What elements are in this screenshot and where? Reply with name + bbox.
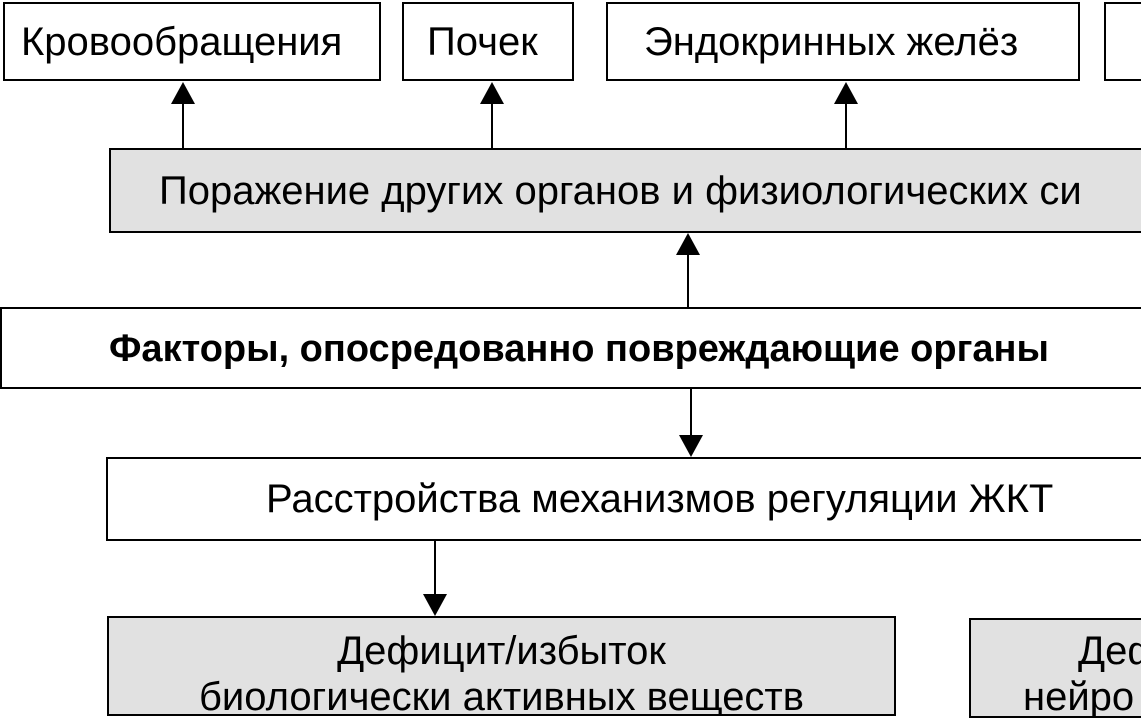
box-pochek: Почек bbox=[402, 2, 574, 81]
arrow-to-krovoobrashcheniya bbox=[171, 82, 195, 148]
box-top-right-cut bbox=[1104, 2, 1141, 81]
arrow-regulation-to-deficit bbox=[423, 541, 447, 616]
arrow-to-pochek bbox=[480, 82, 504, 148]
box-organ-damage-label: Поражение других органов и физиологическ… bbox=[159, 169, 1082, 213]
box-krovoobrashcheniya-label: Кровообращения bbox=[21, 20, 343, 64]
arrow-factors-to-organ-damage bbox=[676, 233, 700, 307]
box-deficit-bas-line1: Дефицит/избыток bbox=[337, 629, 666, 673]
box-organ-damage: Поражение других органов и физиологическ… bbox=[109, 148, 1141, 233]
box-endokrinnykh-zhelez: Эндокринных желёз bbox=[606, 2, 1080, 81]
box-factors-label: Факторы, опосредованно повреждающие орга… bbox=[109, 328, 1049, 370]
arrow-factors-to-regulation bbox=[679, 389, 703, 457]
arrows-layer bbox=[171, 82, 858, 616]
box-factors: Факторы, опосредованно повреждающие орга… bbox=[0, 307, 1141, 389]
box-krovoobrashcheniya: Кровообращения bbox=[3, 2, 381, 81]
box-regulation: Расстройства механизмов регуляции ЖКТ bbox=[106, 457, 1141, 541]
arrow-to-endokrinnykh bbox=[834, 82, 858, 148]
box-regulation-label: Расстройства механизмов регуляции ЖКТ bbox=[266, 477, 1054, 521]
box-endokrinnykh-zhelez-label: Эндокринных желёз bbox=[644, 20, 1019, 64]
box-deficit-right-line1: Деф bbox=[1078, 629, 1141, 673]
box-pochek-label: Почек bbox=[427, 20, 538, 64]
